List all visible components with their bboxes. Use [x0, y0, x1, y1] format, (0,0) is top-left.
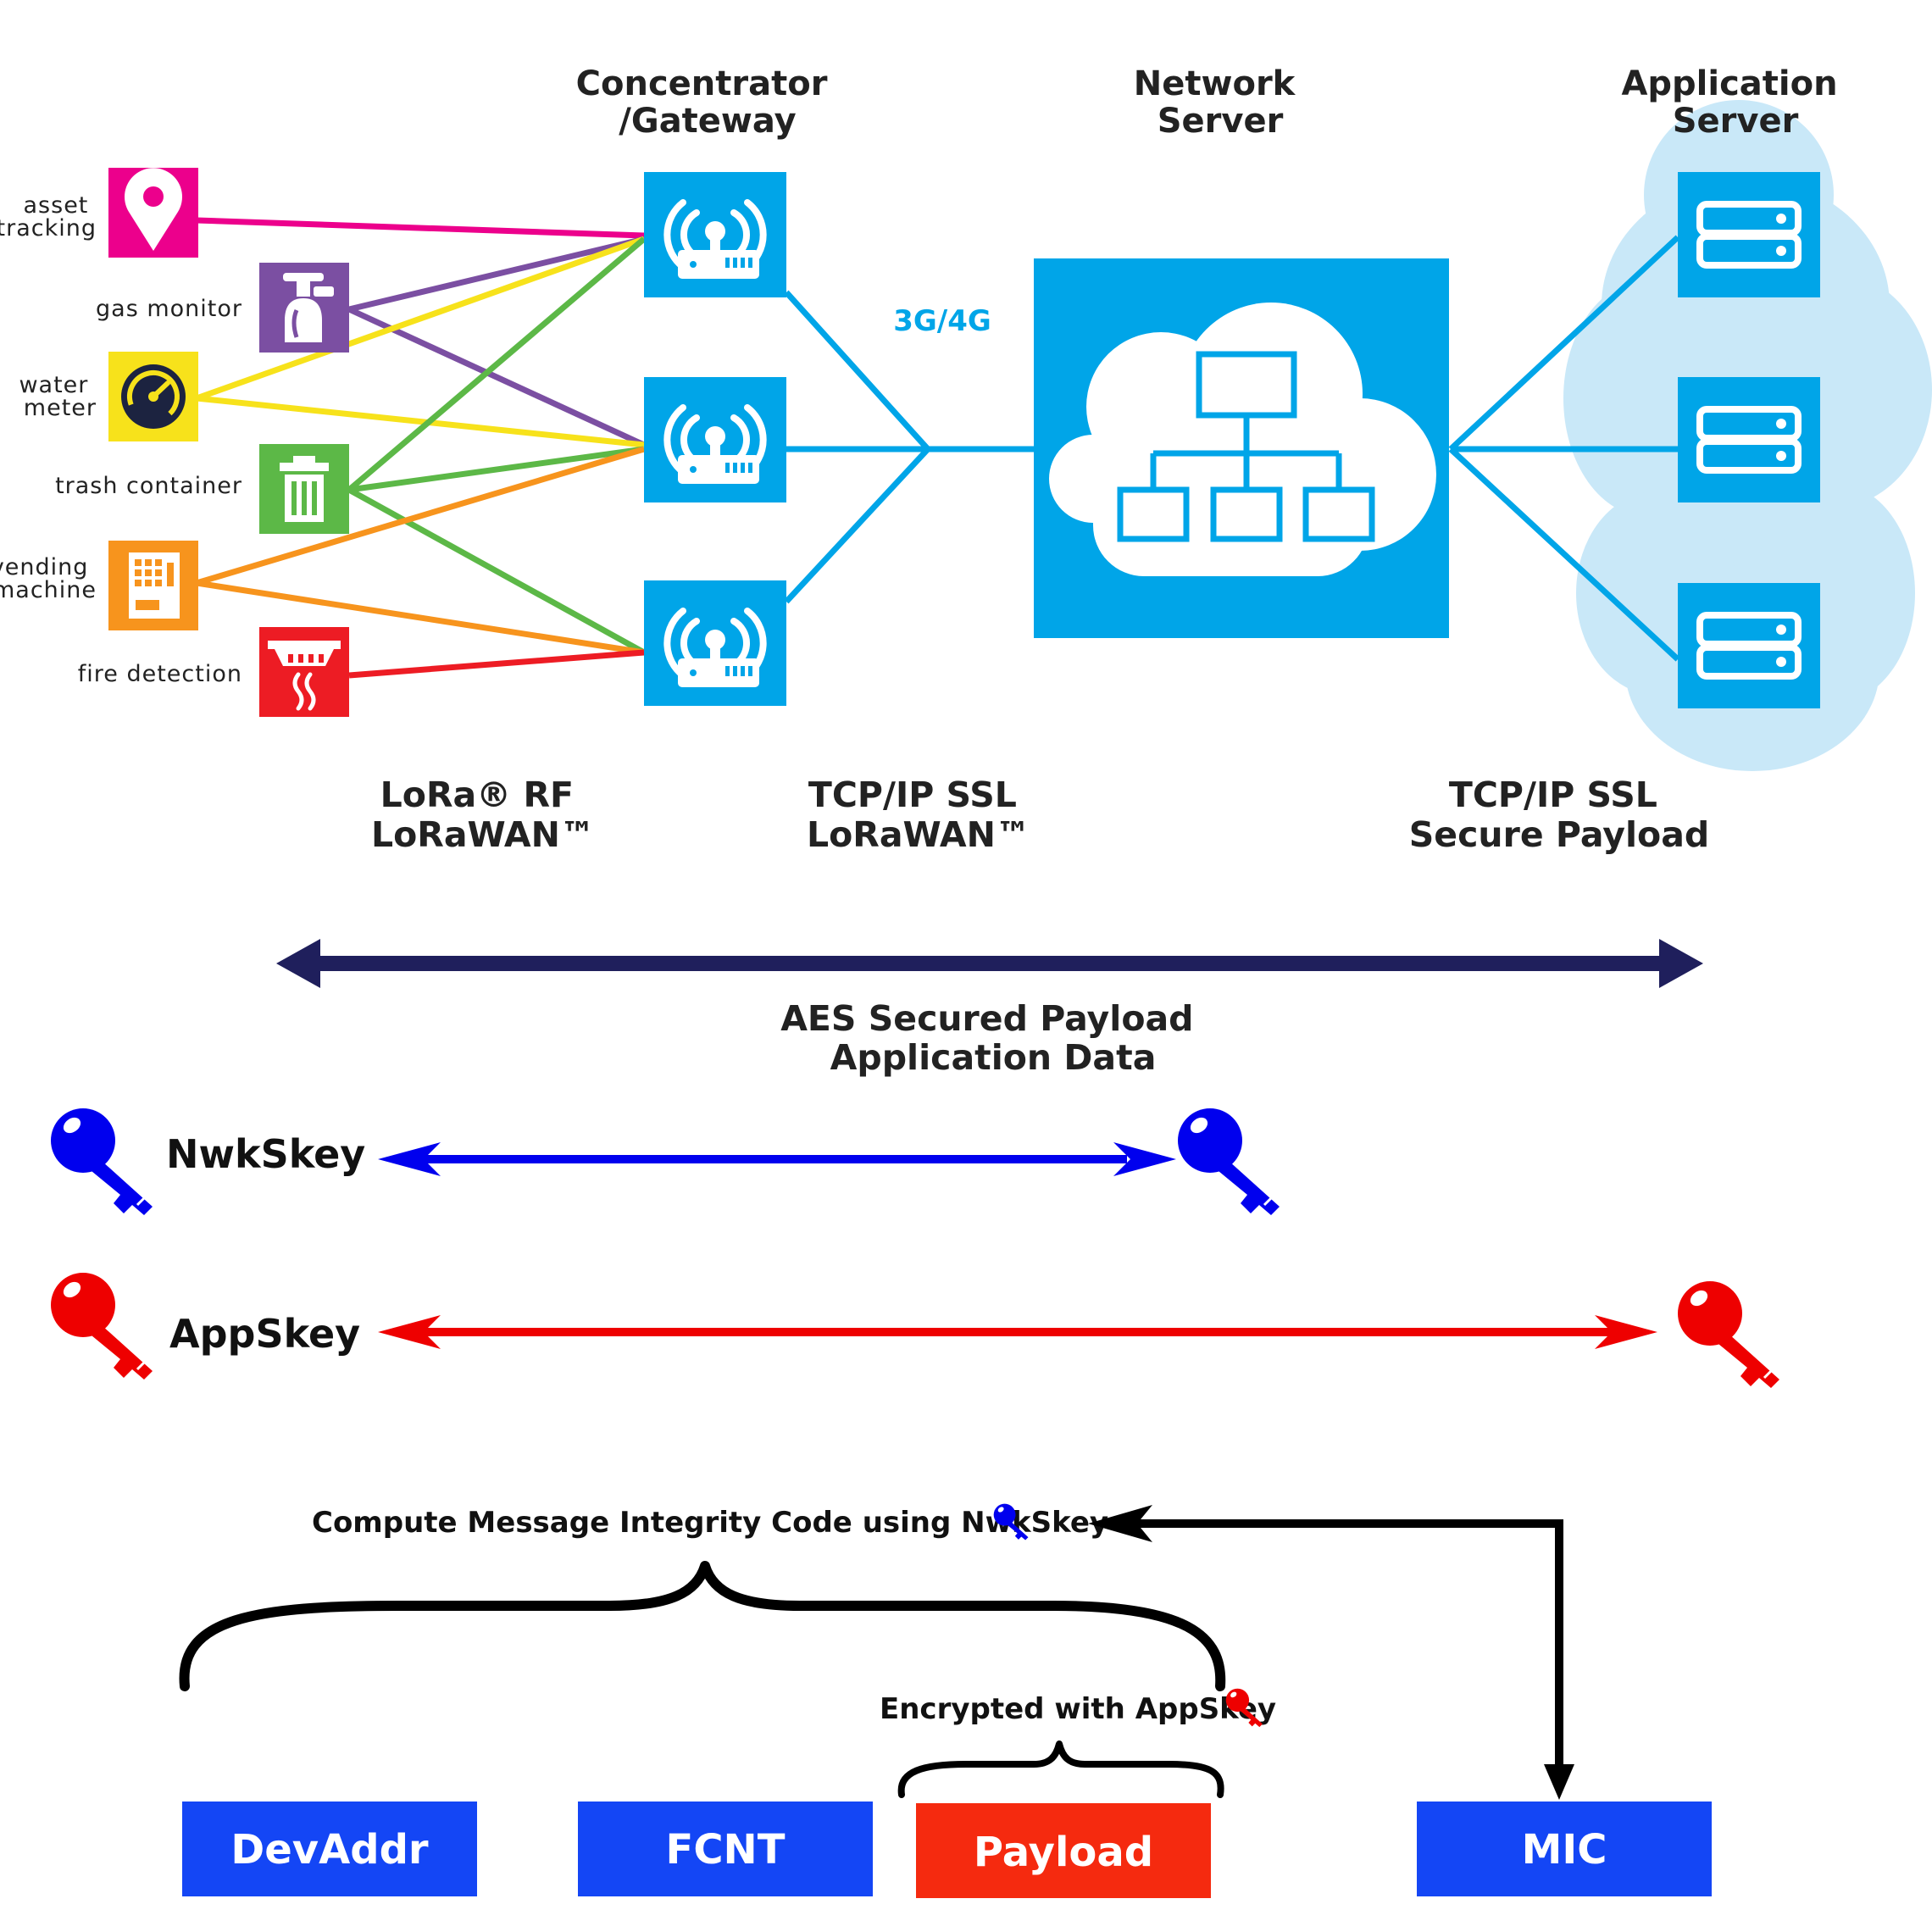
mic-feedback-arrow — [1088, 1505, 1574, 1800]
backhaul-protocol-label: TCP/IP SSL LoRaWAN™ — [807, 774, 1030, 855]
device-label: vending machine — [0, 554, 97, 603]
device-label: gas monitor — [96, 296, 242, 322]
mic-note: Compute Message Integrity Code using Nwk… — [312, 1506, 1108, 1540]
device-asset-tracking: asset tracking — [0, 168, 198, 258]
field-mic: MIC — [1417, 1802, 1712, 1896]
backhaul-links — [784, 235, 1680, 662]
app-key-right-icon — [1678, 1281, 1779, 1388]
lora-links — [195, 217, 647, 679]
field-label: MIC — [1522, 1826, 1607, 1874]
app-server-1-icon — [1678, 172, 1820, 297]
mic-note-key-icon — [993, 1503, 1029, 1541]
field-label: FCNT — [666, 1826, 786, 1874]
device-gas-monitor: gas monitor — [96, 263, 349, 353]
device-water-meter: water meter — [19, 352, 198, 441]
app-server-3-icon — [1678, 583, 1820, 708]
payload-brace — [897, 1740, 1224, 1798]
mic-brace — [179, 1561, 1226, 1691]
network-server-icon — [1034, 258, 1449, 638]
lora-protocol-label: LoRa® RF LoRaWAN™ — [371, 774, 595, 855]
nwk-key-left-icon — [51, 1108, 153, 1215]
app-key-arrow — [378, 1315, 1657, 1349]
encrypt-note: Encrypted with AppSkey — [880, 1692, 1276, 1726]
device-fire-detection: fire detection — [78, 627, 349, 717]
gateway-2-icon — [644, 377, 786, 502]
aes-label: AES Secured Payload Application Data — [780, 998, 1206, 1078]
field-label: Payload — [974, 1829, 1153, 1876]
location-pin-icon — [125, 168, 182, 251]
aes-double-arrow — [276, 939, 1703, 988]
field-devaddr: DevAddr — [182, 1802, 477, 1896]
trash-can-icon — [280, 456, 329, 522]
field-payload: Payload — [916, 1803, 1211, 1898]
application-server-header: Application Server — [1621, 64, 1849, 141]
vending-machine-icon — [129, 552, 180, 619]
device-trash-container: trash container — [55, 444, 349, 534]
encrypt-note-key-icon — [1225, 1688, 1263, 1728]
device-label: fire detection — [78, 661, 242, 687]
app-key-label: AppSkey — [169, 1311, 360, 1357]
gauge-icon — [121, 364, 186, 429]
smoke-detector-icon — [268, 641, 341, 711]
gateway-header: Concentrator /Gateway — [576, 64, 840, 141]
device-vending-machine: vending machine — [0, 541, 198, 630]
app-server-2-icon — [1678, 377, 1820, 502]
device-label: trash container — [55, 473, 242, 499]
field-label: DevAddr — [230, 1826, 429, 1874]
application-protocol-label: TCP/IP SSL Secure Payload — [1409, 774, 1709, 855]
network-server-header: Network Server — [1134, 64, 1307, 141]
nwk-key-label: NwkSkey — [166, 1131, 365, 1177]
gateway-3-icon — [644, 580, 786, 706]
device-label: asset tracking — [0, 192, 97, 242]
device-label: water meter — [19, 372, 97, 421]
network-link-label: 3G/4G — [893, 304, 991, 338]
nwk-key-arrow — [378, 1142, 1176, 1176]
field-fcnt: FCNT — [578, 1802, 873, 1896]
gateway-1-icon — [644, 172, 786, 297]
app-key-left-icon — [51, 1273, 153, 1380]
nwk-key-right-icon — [1178, 1108, 1280, 1215]
gas-tank-icon — [283, 273, 334, 342]
